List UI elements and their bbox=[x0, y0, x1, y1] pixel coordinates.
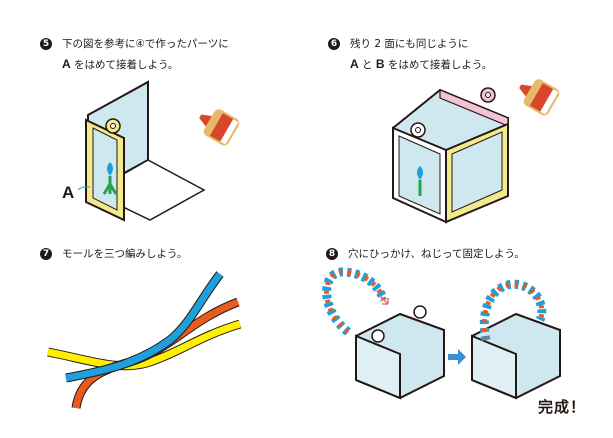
step-6-part-a: A bbox=[350, 57, 359, 71]
braided-pipe-cleaner bbox=[322, 267, 389, 336]
step-5-illustration bbox=[77, 80, 240, 222]
braid-strand-yellow bbox=[47, 320, 242, 370]
step-7-instruction: 7 モールを三つ編みしよう。 bbox=[40, 244, 187, 264]
part-a-glass bbox=[92, 127, 118, 211]
step-6-mid: と bbox=[358, 59, 376, 71]
right-arrow-icon bbox=[448, 349, 466, 365]
step-6-part-b: B bbox=[375, 57, 385, 71]
insert-arrow-icon bbox=[379, 295, 389, 305]
step-6-instruction: 6 残り 2 面にも同じように A と B をはめて接着しよう。 bbox=[328, 34, 492, 75]
step-5-line1: 下の図を参考に④で作ったパーツに bbox=[62, 38, 229, 50]
glue-bottle-icon bbox=[519, 79, 560, 116]
step-number-7: 7 bbox=[40, 248, 52, 260]
step-5-line2: をはめて接着しよう。 bbox=[70, 59, 179, 71]
step-7-line1: モールを三つ編みしよう。 bbox=[62, 248, 188, 260]
step-7-braid-illustration bbox=[47, 271, 242, 409]
complete-label: 完成！ bbox=[538, 398, 587, 416]
step-5-instruction: 5 下の図を参考に④で作ったパーツに A をはめて接着しよう。 bbox=[40, 34, 229, 75]
step-number-6: 6 bbox=[328, 38, 340, 50]
step-number-5: 5 bbox=[40, 38, 52, 50]
step-8-illustration bbox=[322, 267, 561, 400]
step-6-line1: 残り 2 面にも同じように bbox=[350, 38, 469, 50]
glue-bottle-icon bbox=[199, 109, 240, 146]
step-8-instruction: 8 穴にひっかけ、ねじって固定しよう。 bbox=[326, 244, 525, 264]
braid-strand-blue bbox=[65, 271, 223, 382]
tulip-flower bbox=[107, 162, 113, 176]
part-a-label: A bbox=[62, 183, 75, 202]
step-number-8: 8 bbox=[326, 248, 338, 260]
step-6-line2: をはめて接着しよう。 bbox=[384, 59, 493, 71]
step-8-line1: 穴にひっかけ、ねじって固定しよう。 bbox=[348, 248, 525, 260]
step-6-illustration bbox=[392, 79, 560, 224]
step-5-part-a: A bbox=[62, 57, 71, 71]
